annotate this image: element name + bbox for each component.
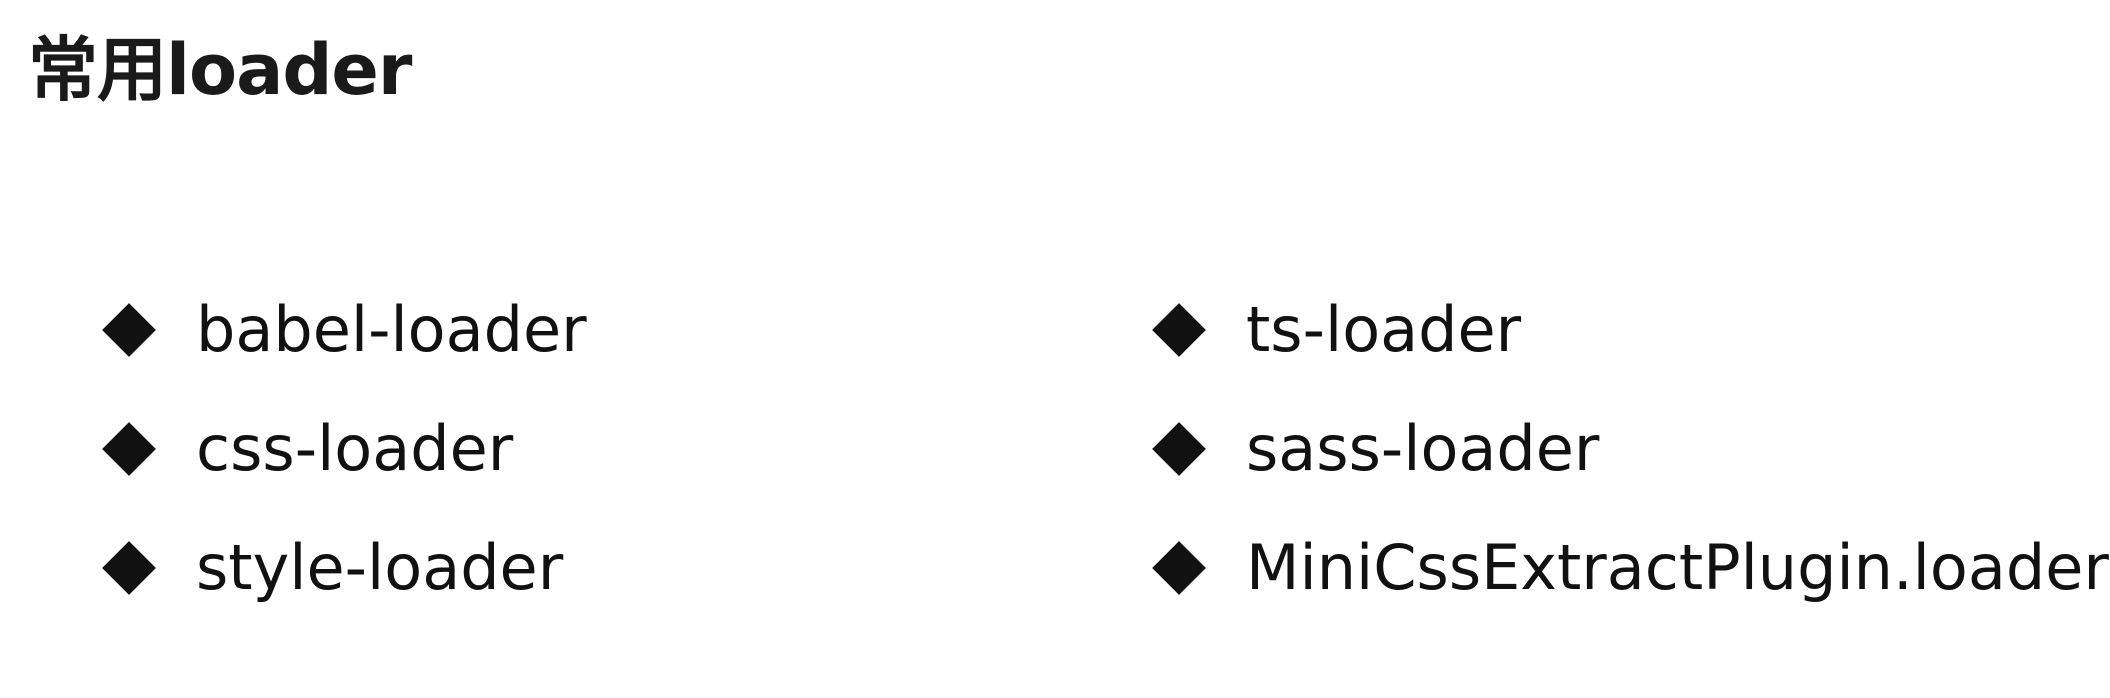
- diamond-bullet-icon: [102, 540, 156, 595]
- loader-name: sass-loader: [1246, 411, 1600, 485]
- diamond-bullet-icon: [1152, 540, 1206, 595]
- list-item-css-loader: css-loader: [100, 389, 587, 508]
- loader-name: style-loader: [196, 530, 564, 604]
- list-item-sass-loader: sass-loader: [1150, 389, 2109, 508]
- loader-name: ts-loader: [1246, 292, 1522, 366]
- page-title: 常用loader: [28, 29, 412, 111]
- loader-name: babel-loader: [196, 292, 587, 366]
- list-item-style-loader: style-loader: [100, 508, 587, 627]
- diamond-bullet-icon: [1152, 302, 1206, 357]
- loader-list-right: ts-loader sass-loader MiniCssExtractPlug…: [1150, 270, 2109, 627]
- list-item-ts-loader: ts-loader: [1150, 270, 2109, 389]
- loader-list-left: babel-loader css-loader style-loader: [100, 270, 587, 627]
- diamond-bullet-icon: [102, 302, 156, 357]
- diamond-bullet-icon: [102, 421, 156, 476]
- list-item-minicssextractplugin-loader: MiniCssExtractPlugin.loader: [1150, 508, 2109, 627]
- list-item-babel-loader: babel-loader: [100, 270, 587, 389]
- loader-name: MiniCssExtractPlugin.loader: [1246, 530, 2109, 604]
- diamond-bullet-icon: [1152, 421, 1206, 476]
- loader-name: css-loader: [196, 411, 514, 485]
